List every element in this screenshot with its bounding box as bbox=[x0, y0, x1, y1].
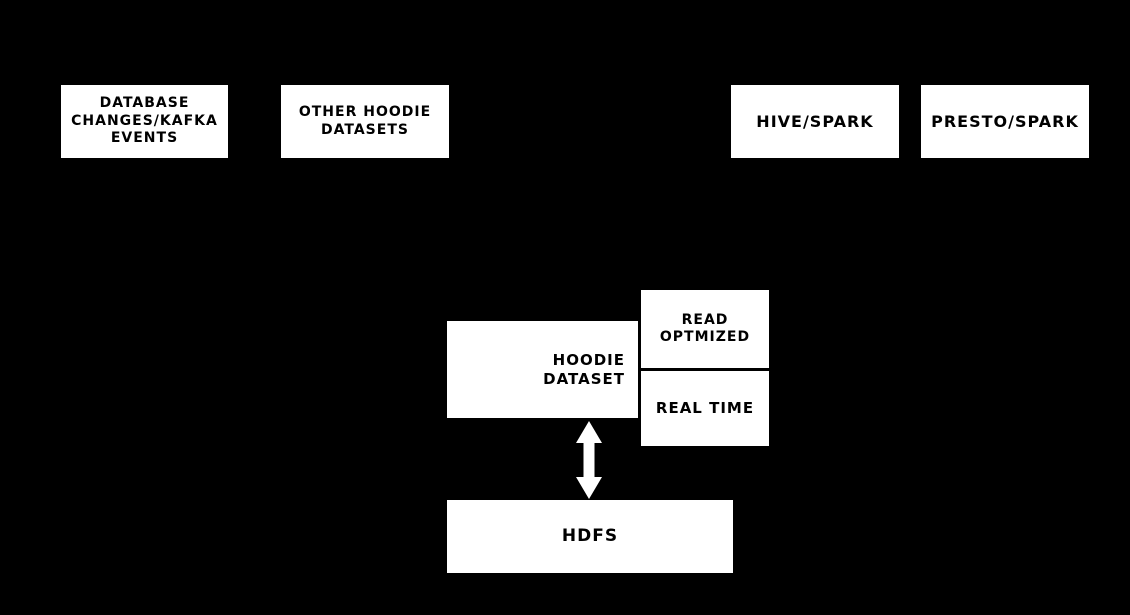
node-hdfs: HDFS bbox=[447, 500, 733, 573]
node-label-line: OTHER HOODIE bbox=[298, 104, 432, 120]
node-label-line: CHANGES/KAFKA bbox=[71, 112, 218, 129]
node-other-hoodie-datasets: OTHER HOODIE DATASETS bbox=[281, 85, 449, 158]
node-label-line: DATASET bbox=[543, 369, 625, 388]
node-label-line: HIVE/SPARK bbox=[756, 111, 874, 131]
node-label-line: DATABASE bbox=[99, 95, 190, 112]
node-label-line: REAL TIME bbox=[655, 399, 755, 418]
node-label-line: HDFS bbox=[561, 525, 619, 546]
node-presto-spark: PRESTO/SPARK bbox=[921, 85, 1089, 158]
node-read-optimized: READ OPTMIZED bbox=[641, 290, 769, 368]
hoodie-hdfs-double-arrow bbox=[576, 421, 602, 499]
node-label-line: PRESTO/SPARK bbox=[931, 111, 1079, 131]
node-hive-spark: HIVE/SPARK bbox=[731, 85, 899, 158]
node-label-line: READ bbox=[681, 311, 729, 328]
node-label-line: OPTMIZED bbox=[659, 329, 751, 345]
node-database-changes-kafka-events: DATABASE CHANGES/KAFKA EVENTS bbox=[61, 85, 228, 158]
node-label-line: HOODIE bbox=[552, 350, 625, 369]
node-real-time: REAL TIME bbox=[641, 371, 769, 446]
node-label-line: EVENTS bbox=[110, 130, 179, 147]
node-label-line: DATASETS bbox=[321, 121, 409, 138]
node-hoodie-dataset: HOODIE DATASET bbox=[447, 321, 638, 418]
double-arrow-icon bbox=[576, 421, 602, 499]
